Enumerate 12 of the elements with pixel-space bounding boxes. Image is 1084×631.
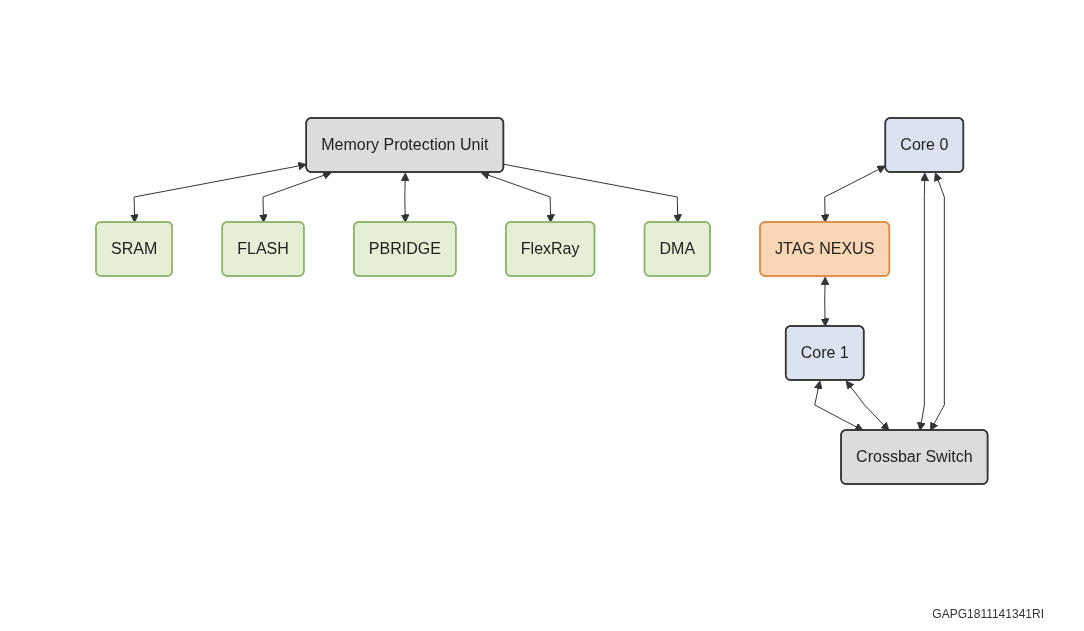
arrow: [259, 170, 332, 223]
arrow: [480, 170, 556, 223]
arrow: [503, 163, 683, 223]
arrow: [820, 165, 887, 223]
arrow: [820, 276, 830, 327]
figure-id-label: GAPG1811141341RI: [932, 607, 1044, 621]
arrow: [930, 171, 946, 431]
arrow: [130, 161, 307, 223]
arrow: [814, 380, 864, 431]
arrow: [917, 172, 930, 431]
arrow: [400, 172, 410, 223]
arrow: [845, 379, 890, 431]
